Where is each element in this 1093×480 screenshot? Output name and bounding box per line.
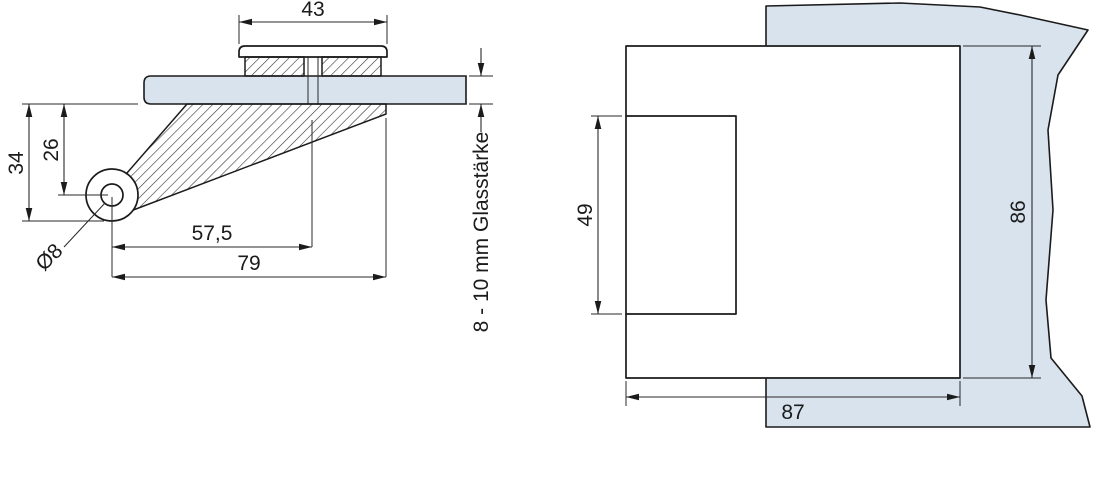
dimension-notch-height: 49 bbox=[574, 115, 622, 315]
dimension-pivot-to-screw: 57,5 bbox=[111, 120, 313, 277]
dim-label-pivot-to-screw: 57,5 bbox=[192, 222, 233, 245]
glass-thickness-note: 8 - 10 mm Glasstärke bbox=[470, 132, 493, 333]
hinge-body-section bbox=[119, 103, 387, 213]
dimension-pivot-height: 26 bbox=[40, 104, 108, 196]
dimension-body-height: 86 bbox=[963, 45, 1041, 379]
right-view-front: 49 86 87 bbox=[574, 2, 1091, 428]
dimension-top-width: 43 bbox=[238, 0, 388, 44]
dimension-overall-depth: 79 bbox=[112, 118, 387, 281]
dim-label-pivot-height: 26 bbox=[40, 138, 63, 161]
leader-line bbox=[63, 202, 106, 248]
fitting-notch bbox=[625, 115, 737, 315]
dimension-body-width: 87 bbox=[625, 381, 961, 424]
dim-label-overall-depth: 79 bbox=[237, 252, 260, 275]
glass-panel-side bbox=[143, 75, 467, 105]
dimension-glass-thickness: 8 - 10 mm Glasstärke bbox=[469, 48, 493, 332]
dim-label-notch-height: 49 bbox=[574, 203, 597, 226]
clamp-pad-right bbox=[321, 56, 382, 77]
dim-label-body-width: 87 bbox=[781, 401, 804, 424]
clamp-top-plate bbox=[238, 45, 388, 58]
dim-label-top-width: 43 bbox=[301, 0, 324, 21]
clamp-pad-left bbox=[244, 56, 305, 77]
fitting-body-front bbox=[625, 45, 961, 379]
dim-label-body-height: 86 bbox=[1007, 200, 1030, 223]
dimension-overall-height: 34 bbox=[5, 103, 138, 222]
dim-label-overall-height: 34 bbox=[5, 151, 28, 175]
